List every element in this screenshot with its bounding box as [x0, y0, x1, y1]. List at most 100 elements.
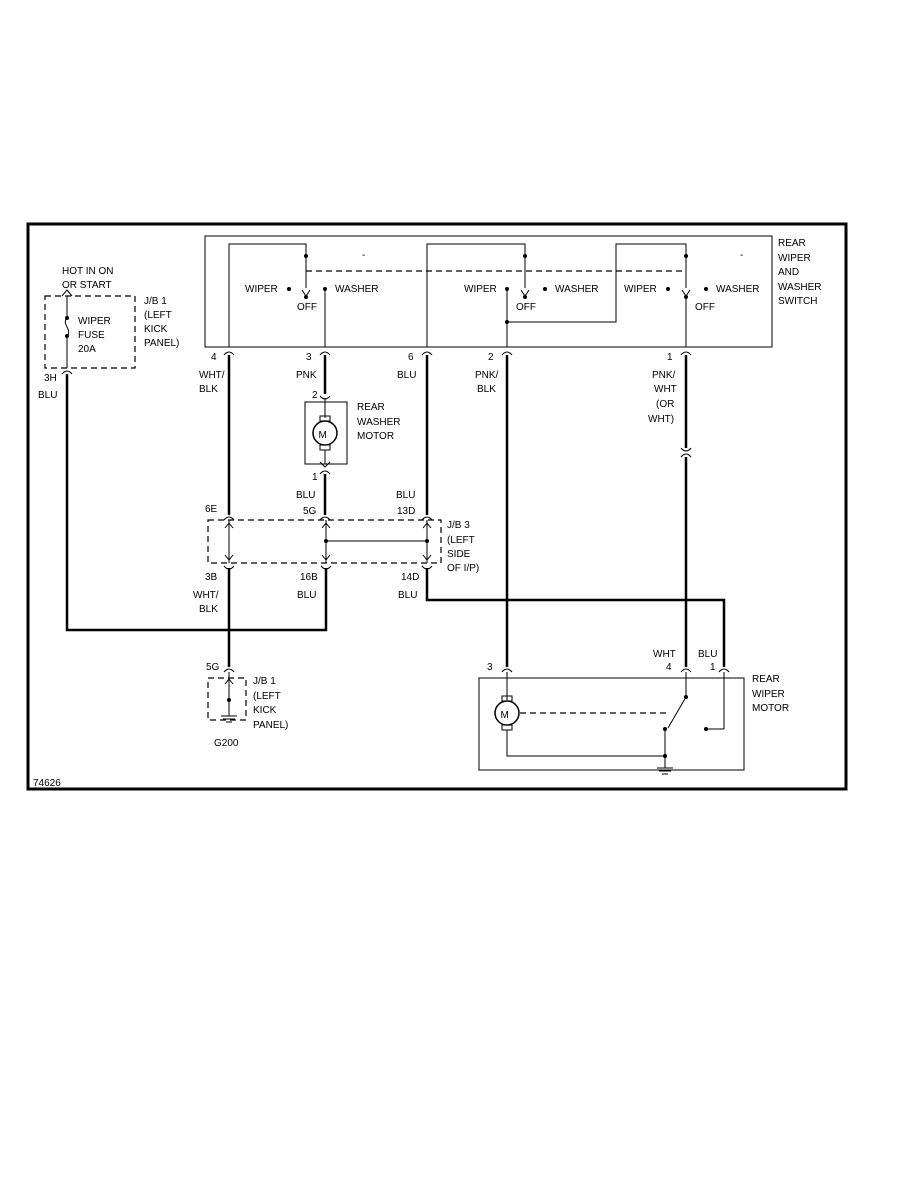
wiper-motor-ground-path	[506, 730, 665, 757]
jb1-label-line3: KICK	[144, 324, 168, 335]
ground-jb1-box	[207, 677, 247, 721]
fuse-icon	[64, 317, 70, 337]
jb1-label-line1: J/B 1	[144, 296, 167, 307]
jb3-junction-block: BLU 6E 5G 13D J/B 3 (LEFT SIDE OF I/P) 3…	[193, 490, 479, 615]
wiper-wire-pin4: WHT	[653, 649, 676, 660]
jb1-fuse-box	[44, 295, 136, 369]
jb3-13d-connector	[421, 516, 433, 521]
fuse-label-line1: WIPER	[78, 316, 111, 327]
wire-p1-line4: WHT)	[648, 414, 674, 425]
ground-node	[227, 698, 231, 702]
wire-p3: PNK	[296, 370, 317, 381]
switch-pin6: 6	[408, 352, 414, 363]
jb3-box	[207, 519, 442, 564]
switch2-off-contact	[523, 295, 527, 299]
wiper-pin-3: 3	[487, 662, 493, 673]
wire-p1-line3: (OR	[656, 399, 674, 410]
washer-motor-symbol: M	[319, 430, 327, 441]
figure-id: 74626	[33, 778, 61, 789]
switch-pin2-connector	[501, 351, 513, 356]
ground-jb1-line2: (LEFT	[253, 691, 281, 702]
switch3-off-label: OFF	[695, 302, 715, 313]
wiper-pin-1: 1	[710, 662, 716, 673]
switch2-to-switch3-link	[507, 243, 687, 323]
switch2-bus	[426, 243, 526, 347]
jb3-top-wire-right: BLU	[396, 490, 415, 501]
switch-title-line2: WIPER	[778, 253, 811, 264]
jb3-16b-connector	[320, 565, 332, 570]
switch3-washer-contact	[704, 287, 708, 291]
switch2-washer-label: WASHER	[555, 284, 599, 295]
switch-box	[204, 235, 773, 348]
washer-motor-arrow	[319, 461, 331, 468]
wiper-label-line3: MOTOR	[752, 703, 789, 714]
jb3-pin-14d: 14D	[401, 572, 419, 583]
switch1-washer-label: WASHER	[335, 284, 379, 295]
fuse-out-wire: BLU	[38, 390, 57, 401]
wire-p1-line1: PNK/	[652, 370, 676, 381]
switch1-dash: -	[362, 250, 365, 261]
wiper-motor-box	[478, 677, 745, 771]
hot-label-line2: OR START	[62, 280, 112, 291]
washer-motor-box	[304, 401, 348, 465]
switch-pin1-connector	[680, 351, 692, 356]
wire-p2-line2: BLK	[477, 384, 496, 395]
wiper-wire-pin1: BLU	[698, 649, 717, 660]
wiper-pin4-connector	[680, 668, 692, 673]
jb3-left-arrows	[224, 522, 234, 561]
jb1-label-line2: (LEFT	[144, 310, 172, 321]
wire-p4-line2: BLK	[199, 384, 218, 395]
switch-pin2: 2	[488, 352, 494, 363]
ground-arrow	[224, 678, 234, 685]
diagram-frame	[26, 222, 848, 791]
washer-pin-top: 2	[312, 390, 318, 401]
hot-connector	[61, 289, 73, 297]
washer-pin-bottom-connector	[319, 470, 331, 475]
switch1-wiper-label: WIPER	[245, 284, 278, 295]
wiper-pin1-connector	[718, 668, 730, 673]
jb3-label-line2: (LEFT	[447, 535, 475, 546]
power-source: HOT IN ON OR START J/B 1 (LEFT KICK PANE…	[38, 266, 328, 632]
wiper-ground-node	[663, 754, 667, 758]
switch-title-line3: AND	[778, 267, 799, 278]
jb3-wire-left-line1: WHT/	[193, 590, 219, 601]
wire-p6: BLU	[397, 370, 416, 381]
washer-pin-bottom: 1	[312, 472, 318, 483]
switch1-off-contact	[304, 295, 308, 299]
switch-pin4-connector	[223, 351, 235, 356]
switch-pin3: 3	[306, 352, 312, 363]
jb3-wire-mid: BLU	[297, 590, 316, 601]
ground-pin-connector	[223, 668, 235, 673]
jb3-pin-13d: 13D	[397, 506, 415, 517]
switch-pin3-connector	[319, 351, 331, 356]
jb3-pin-16b: 16B	[300, 572, 318, 583]
jb3-label-line1: J/B 3	[447, 520, 470, 531]
switch1-off-label: OFF	[297, 302, 317, 313]
ground-jb1-line1: J/B 1	[253, 676, 276, 687]
ground-pin: 5G	[206, 662, 220, 673]
ground-symbol	[221, 715, 237, 723]
ground-label: G200	[214, 738, 239, 749]
switch-title-line5: SWITCH	[778, 296, 817, 307]
jb3-5g-connector	[319, 516, 331, 521]
wire-p2-line1: PNK/	[475, 370, 499, 381]
jb3-right-arrows	[422, 522, 432, 561]
switch3-washer-label: WASHER	[716, 284, 760, 295]
jb3-pin-6e: 6E	[205, 504, 218, 515]
washer-label-line1: REAR	[357, 402, 385, 413]
rear-washer-motor: 2 M REAR WASHER MOTOR 1 BLU	[296, 390, 401, 515]
washer-label-line2: WASHER	[357, 417, 401, 428]
washer-out-wire: BLU	[296, 490, 315, 501]
fuse-label-line2: FUSE	[78, 330, 105, 341]
switch3-dash: -	[740, 250, 743, 261]
switch2-off-label: OFF	[516, 302, 536, 313]
wiper-label-line2: WIPER	[752, 689, 785, 700]
jb3-label-line4: OF I/P)	[447, 563, 479, 574]
wire-p4-line1: WHT/	[199, 370, 225, 381]
ground-section: 5G J/B 1 (LEFT KICK PANEL) G200	[206, 662, 288, 749]
wiper-pin3-connector	[501, 668, 513, 673]
jb3-pin-3b: 3B	[205, 572, 218, 583]
switch-pin4: 4	[211, 352, 217, 363]
fuse-label-line3: 20A	[78, 344, 96, 355]
jb3-mid-arrows	[321, 522, 331, 561]
